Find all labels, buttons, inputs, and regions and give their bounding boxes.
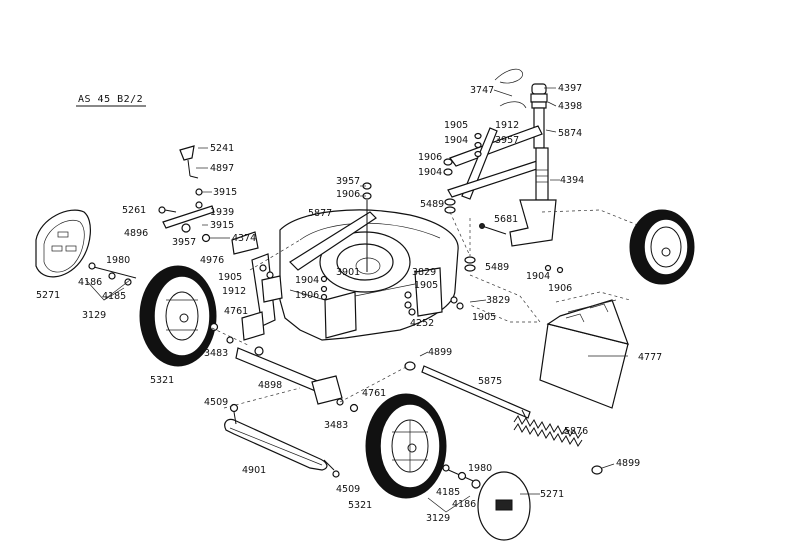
part-label: 4185: [102, 291, 126, 302]
part-label: 1904: [526, 271, 550, 282]
part-label: 5271: [36, 290, 60, 301]
part-label: 4761: [224, 306, 248, 317]
part-label: 1906: [418, 152, 442, 163]
hubcap-left: [35, 209, 91, 278]
right-axle-hardware: [427, 464, 481, 513]
leader-lines: [196, 87, 628, 495]
part-label: 1905: [218, 272, 242, 283]
part-label: 3957: [336, 176, 360, 187]
part-label: 1904: [444, 135, 468, 146]
part-label: 1912: [495, 120, 519, 131]
part-label: 3915: [213, 187, 237, 198]
height-adjust-lever: [158, 145, 259, 255]
part-label: 4899: [428, 347, 452, 358]
front-wheel-left: [139, 265, 217, 367]
part-label: 1906: [336, 189, 360, 200]
part-label: 5877: [308, 208, 332, 219]
part-label: 4252: [410, 318, 434, 329]
mower-deck: [251, 182, 464, 341]
part-label: 5261: [122, 205, 146, 216]
part-label: 1906: [295, 290, 319, 301]
part-label: 3483: [324, 420, 348, 431]
part-label: 5876: [564, 426, 588, 437]
part-label: 1905: [444, 120, 468, 131]
part-label: 5489: [420, 199, 444, 210]
part-label: 4898: [258, 380, 282, 391]
part-label: 3915: [210, 220, 234, 231]
part-label: 4777: [638, 352, 662, 363]
part-label: 5681: [494, 214, 518, 225]
part-label: 5875: [478, 376, 502, 387]
part-label: 3957: [172, 237, 196, 248]
grass-catcher-4777: [539, 291, 631, 409]
part-label: 3901: [336, 267, 360, 278]
spring-5876: [513, 409, 603, 475]
part-label: 4185: [436, 487, 460, 498]
part-label: 4397: [558, 83, 582, 94]
part-label: 4976: [200, 255, 224, 266]
rear-wheel-right: [629, 209, 695, 285]
part-label: 5321: [348, 500, 372, 511]
part-label: 4897: [210, 163, 234, 174]
part-label: 5489: [485, 262, 509, 273]
part-label: 4398: [558, 101, 582, 112]
part-label: 5241: [210, 143, 234, 154]
part-label: 3957: [495, 135, 519, 146]
part-label: 3747: [470, 85, 494, 96]
handle-assembly: [443, 68, 564, 274]
part-label: 4899: [616, 458, 640, 469]
front-wheel-right: [365, 393, 447, 499]
part-label: 1912: [222, 286, 246, 297]
part-label: 5874: [558, 128, 582, 139]
part-label: 1904: [418, 167, 442, 178]
part-label: 3829: [412, 267, 436, 278]
part-label: 3829: [486, 295, 510, 306]
part-label: 4374: [232, 233, 256, 244]
part-label: 3129: [426, 513, 450, 524]
hubcap-right: [477, 471, 531, 541]
rear-axle-5875: [404, 361, 531, 419]
part-label: 1905: [414, 280, 438, 291]
lower-handle-4901: [224, 403, 340, 478]
left-axle-hardware: [85, 262, 137, 301]
part-label: 3483: [204, 348, 228, 359]
part-label: 4186: [452, 499, 476, 510]
part-label: 4896: [124, 228, 148, 239]
model-title: AS 45 B2/2: [78, 94, 144, 105]
part-label: 4509: [336, 484, 360, 495]
part-labels: 3747 4397 4398 5874 1905 1912 1904 3957 …: [36, 83, 662, 524]
part-label: 1904: [295, 275, 319, 286]
part-label: 3129: [82, 310, 106, 321]
part-label: 5271: [540, 489, 564, 500]
part-label: 4186: [78, 277, 102, 288]
part-label: 4901: [242, 465, 266, 476]
part-label: 4509: [204, 397, 228, 408]
part-label: 4394: [560, 175, 584, 186]
part-label: 1905: [472, 312, 496, 323]
part-label: 5321: [150, 375, 174, 386]
part-label: 1980: [106, 255, 130, 266]
part-label: 1980: [468, 463, 492, 474]
part-label: 1906: [548, 283, 572, 294]
part-label: 1939: [210, 207, 234, 218]
part-label: 4761: [362, 388, 386, 399]
